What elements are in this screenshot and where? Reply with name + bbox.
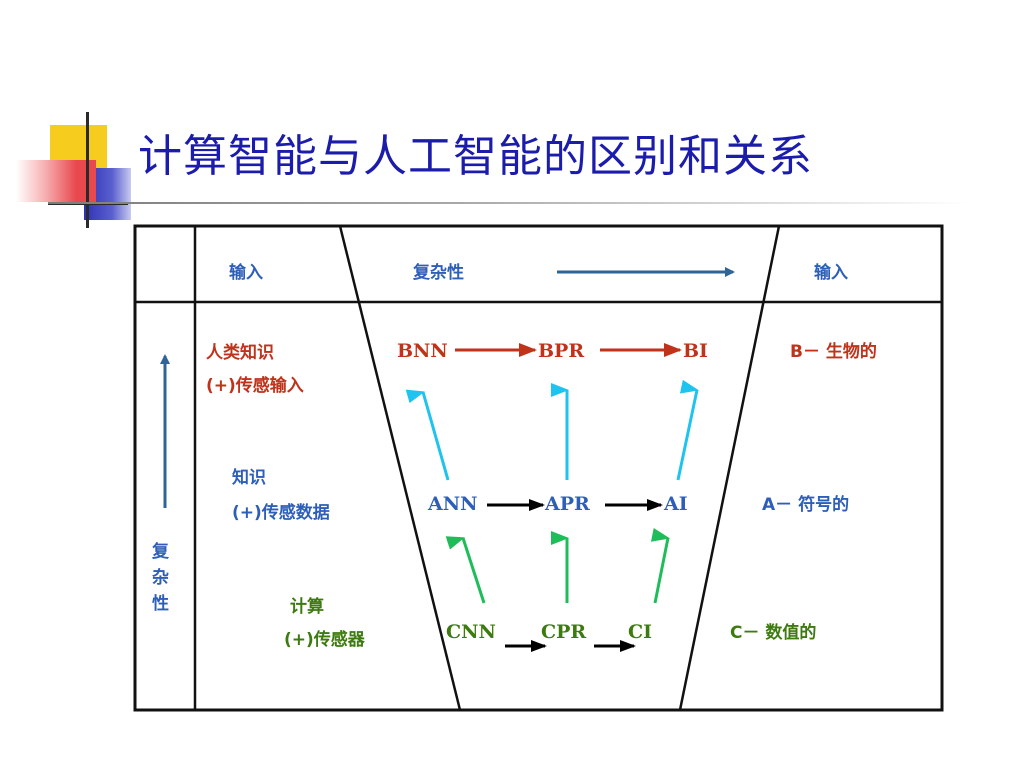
deco-vertical-line: [86, 112, 89, 228]
numeric-type-label: C－ 数值的: [730, 622, 816, 643]
funnel-left-edge: [338, 225, 462, 711]
node-bpr: BPR: [538, 340, 584, 362]
node-bnn: BNN: [397, 340, 448, 362]
title-underline: [48, 202, 968, 204]
numeric-input-line1: 计算: [290, 596, 324, 617]
side-complexity-label: 复 杂 性: [151, 541, 175, 614]
arrow-ai-bi: [676, 379, 699, 481]
symbolic-input-line2: (+)传感数据: [232, 502, 330, 523]
header-input-right: 输入: [814, 262, 848, 283]
header-complexity: 复杂性: [412, 262, 464, 283]
bio-input-line1: 人类知识: [206, 342, 274, 363]
slide-title: 计算智能与人工智能的区别和关系: [138, 131, 813, 182]
arrow-cnn-ann: [445, 536, 486, 604]
node-ai: AI: [663, 493, 688, 515]
node-ci: CI: [628, 621, 652, 643]
symbolic-type-label: A－ 符号的: [762, 494, 849, 515]
symbolic-input-line1: 知识: [231, 467, 266, 488]
node-ann: ANN: [427, 493, 477, 515]
arrow-ann-bnn: [405, 389, 450, 481]
funnel-right-edge: [678, 225, 781, 711]
node-cpr: CPR: [541, 621, 586, 643]
diagram-frame: [133, 224, 944, 712]
bio-input-line2: (+)传感输入: [206, 375, 304, 396]
numeric-input-line2: (+)传感器: [284, 629, 366, 650]
bio-type-label: B－ 生物的: [790, 341, 877, 362]
deco-red-square: [16, 160, 96, 202]
node-cnn: CNN: [446, 621, 496, 643]
header-input-left: 输入: [229, 262, 263, 283]
node-bi: BI: [683, 340, 708, 362]
node-apr: APR: [544, 493, 590, 515]
arrow-ci-ai: [650, 527, 670, 604]
